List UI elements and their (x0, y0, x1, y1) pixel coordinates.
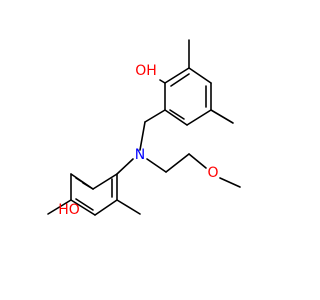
molecule-diagram: OH HO N O (47, 39, 241, 218)
bond (92, 173, 118, 190)
atom-label-oh-top: OH (135, 63, 157, 79)
bond-methyl (47, 199, 72, 215)
structure-canvas: OH HO N O (47, 39, 241, 218)
bond-o-methyl (219, 177, 241, 188)
bond-methyl (210, 109, 234, 124)
lower-ring (70, 173, 118, 216)
upper-ring (164, 67, 212, 126)
bond (70, 199, 96, 216)
bond-oh-top (159, 79, 166, 84)
bond (94, 199, 118, 216)
bond (170, 73, 190, 87)
bond (75, 198, 94, 211)
bond-n-ethyl (146, 158, 167, 173)
atom-label-oh-bottom: HO (58, 202, 80, 218)
atom-label-oxygen: O (207, 165, 218, 181)
bond (169, 109, 185, 120)
bond (164, 109, 188, 126)
bond-ethyl (165, 153, 190, 173)
bond (186, 109, 212, 126)
bond-ch2-n (139, 121, 146, 151)
atom-label-nitrogen: N (135, 147, 145, 163)
bond (164, 67, 190, 84)
bond-n-ch2 (116, 158, 134, 175)
bond-methyl (116, 199, 141, 215)
bond (188, 67, 212, 84)
bond-oh-bottom (82, 182, 94, 190)
bond-ch2 (144, 109, 166, 123)
bond-ethyl-o (188, 153, 207, 169)
